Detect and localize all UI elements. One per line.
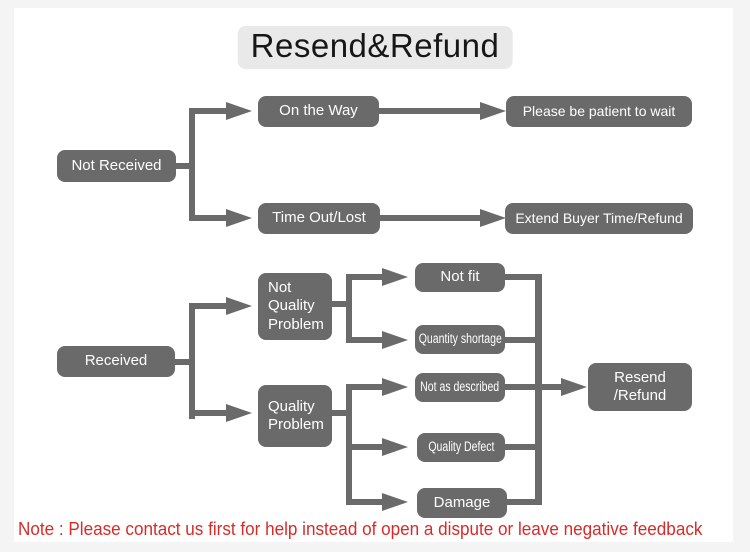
node-not-quality-problem: Not Quality Problem [258, 273, 332, 340]
node-damage: Damage [417, 488, 507, 518]
node-please-be-patient: Please be patient to wait [506, 96, 692, 127]
node-not-as-described-label: Not as described [420, 379, 500, 395]
connector-line [504, 274, 537, 280]
connector-line [352, 384, 382, 390]
node-extend-buyer-time-refund: Extend Buyer Time/Refund [505, 203, 693, 234]
flow-arrow-icon [480, 209, 506, 227]
flow-arrow-icon [382, 378, 408, 396]
connector-line [346, 274, 352, 343]
node-not-fit: Not fit [415, 263, 505, 292]
connector-line [189, 303, 195, 419]
connector-line [379, 215, 481, 221]
flow-arrow-icon [382, 438, 408, 456]
node-quantity-shortage: Quantity shortage [415, 325, 505, 354]
connector-line [346, 384, 352, 505]
flow-arrow-icon [480, 102, 506, 120]
node-quantity-shortage-label: Quantity shortage [418, 331, 502, 347]
flow-arrow-icon [561, 378, 587, 396]
node-not-received: Not Received [57, 150, 176, 182]
connector-line [504, 444, 537, 450]
connector-line [189, 108, 228, 114]
connector-line [330, 301, 348, 307]
node-on-the-way: On the Way [258, 96, 379, 127]
connector-line [352, 444, 382, 450]
node-quality-defect-label: Quality Defect [427, 439, 495, 455]
note-text: Note : Please contact us first for help … [18, 519, 703, 539]
connector-line [189, 215, 228, 221]
connector-line [174, 163, 192, 169]
connector-line [504, 384, 537, 390]
connector-line [352, 274, 382, 280]
connector-line [542, 384, 562, 390]
node-not-as-described: Not as described [415, 373, 505, 402]
node-resend-refund: Resend /Refund [588, 363, 692, 411]
flow-arrow-icon [226, 297, 252, 315]
flow-arrow-icon [226, 209, 252, 227]
node-quality-problem: Quality Problem [258, 385, 332, 447]
connector-line [504, 337, 537, 343]
connector-line [379, 108, 481, 114]
flow-arrow-icon [382, 493, 408, 511]
connector-line [189, 303, 228, 309]
flow-arrow-icon [382, 331, 408, 349]
connector-line [173, 359, 192, 365]
connector-line [352, 499, 382, 505]
connector-line [506, 499, 537, 505]
flow-arrow-icon [382, 268, 408, 286]
connector-line [330, 410, 348, 416]
flow-arrow-icon [226, 102, 252, 120]
page-title: Resend&Refund [237, 26, 513, 69]
connector-line [535, 274, 542, 505]
connector-line [189, 410, 228, 416]
connector-line [189, 108, 195, 221]
connector-line [352, 337, 382, 343]
node-quality-defect: Quality Defect [417, 433, 505, 462]
node-time-out-lost: Time Out/Lost [258, 203, 380, 234]
node-received: Received [57, 346, 175, 377]
flow-arrow-icon [226, 404, 252, 422]
